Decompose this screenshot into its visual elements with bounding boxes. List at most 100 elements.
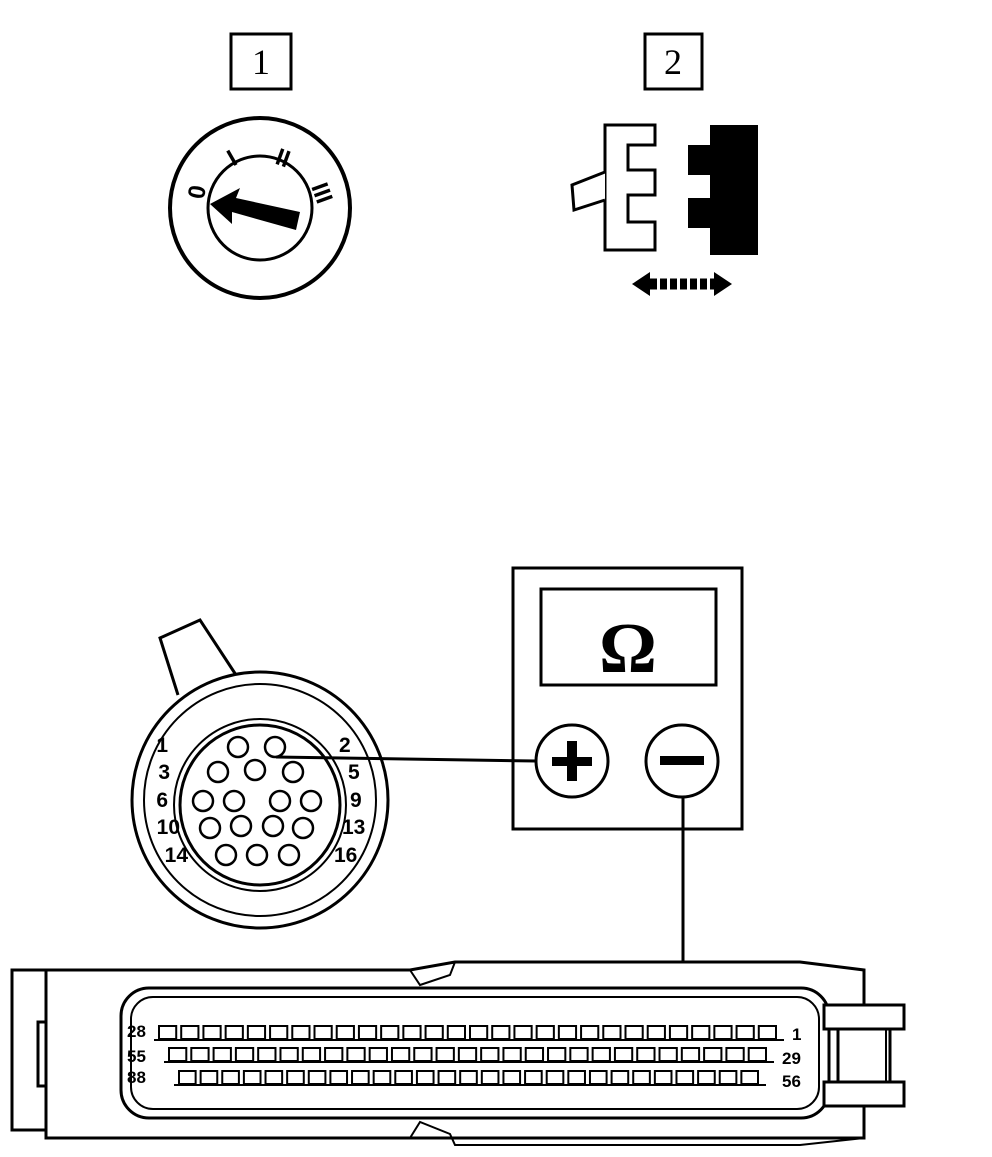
round-connector: 1 2 3 5 6 9 10 13 14 16 — [130, 618, 390, 930]
step-2-number: 2 — [664, 42, 682, 82]
ecu-pin-cavity — [646, 1025, 666, 1040]
ecu-pin-cavity — [502, 1070, 522, 1085]
step-1: 1 0 I II III — [168, 32, 352, 300]
ecu-pin-cavity — [199, 1070, 219, 1085]
ecu-pin-cavity — [446, 1025, 466, 1040]
connector-pin — [299, 789, 323, 813]
ecu-pin-cavity — [279, 1047, 299, 1062]
ecu-pin-cavity — [757, 1025, 777, 1040]
ohmmeter: Ω — [511, 566, 744, 831]
ecu-pin-cavity — [545, 1070, 565, 1085]
connector-pin — [245, 843, 269, 867]
connector-pin — [243, 758, 267, 782]
ecu-pin-cavity — [168, 1047, 188, 1062]
ecu-pin-cavity — [257, 1047, 277, 1062]
row-label-top-left: 28 — [127, 1022, 146, 1041]
row-label-mid-left: 55 — [127, 1047, 146, 1066]
ecu-pin-cavity — [735, 1025, 755, 1040]
ecu-pin-cavity — [480, 1047, 500, 1062]
ecu-pin-cavity — [718, 1070, 738, 1085]
ecu-pin-cavity — [547, 1047, 567, 1062]
ecu-pin-cavity — [221, 1070, 240, 1085]
ecu-pin-cavity — [313, 1025, 333, 1040]
connector-pin — [268, 789, 292, 813]
ecu-pin-cavity — [680, 1047, 701, 1062]
ecu-pin-cavity — [747, 1047, 767, 1062]
round-connector-pins — [191, 735, 323, 867]
pin-label: 6 — [156, 789, 168, 812]
connector-pin — [229, 814, 253, 838]
ecu-pin-cavity — [602, 1025, 622, 1040]
ecu-pin-cavity — [329, 1070, 349, 1085]
connector-disconnect-icon — [570, 123, 758, 296]
ecu-pin-cavity — [286, 1070, 305, 1085]
negative-terminal — [644, 723, 720, 799]
ecu-pin-cavity — [658, 1047, 678, 1062]
positive-test-lead — [275, 755, 537, 763]
step-1-box — [229, 32, 293, 91]
ecu-pin-cavity — [178, 1070, 197, 1085]
ecu-pin-cavity — [242, 1070, 262, 1085]
connector-pin — [291, 816, 315, 840]
ecu-pin-cavity — [307, 1070, 327, 1085]
ecu-pin-cavity — [624, 1025, 644, 1040]
ecu-pin-cavity — [697, 1070, 716, 1085]
step-1-number: 1 — [252, 42, 270, 82]
pin-label: 2 — [339, 734, 351, 757]
ecu-pin-cavity — [703, 1047, 723, 1062]
ecu-connector: 28 1 55 29 88 56 — [10, 960, 906, 1146]
ecu-pin-cavity — [713, 1025, 733, 1040]
ecu-pin-cavity — [569, 1047, 589, 1062]
pin-label: 3 — [158, 761, 170, 784]
connector-pin — [198, 816, 222, 840]
ecu-pin-cavity — [413, 1047, 433, 1062]
ecu-pin-cavity — [246, 1025, 267, 1040]
ecu-pin-cavity — [390, 1047, 411, 1062]
double-arrow-icon — [632, 272, 732, 296]
ecu-pin-cavity — [190, 1047, 210, 1062]
ecu-pin-cavity — [459, 1070, 478, 1085]
ecu-pin-cavity — [675, 1070, 695, 1085]
connector-pin — [226, 735, 250, 759]
ignition-switch-icon: 0 I II III — [168, 116, 352, 300]
ecu-pin-cavity — [212, 1047, 232, 1062]
ecu-pin-cavity — [202, 1025, 222, 1040]
ecu-pin-cavity — [725, 1047, 745, 1062]
ohmmeter-display — [539, 587, 718, 687]
connector-pin — [206, 760, 230, 784]
ecu-pin-cavity — [567, 1070, 586, 1085]
pin-label: 9 — [350, 789, 362, 812]
step-2-box — [643, 32, 704, 91]
connector-pin — [281, 760, 305, 784]
ohm-symbol: Ω — [599, 608, 657, 688]
ecu-pin-cavity — [264, 1070, 284, 1085]
ecu-pin-cavity — [580, 1025, 600, 1040]
pin-label: 14 — [165, 844, 189, 867]
ecu-pin-cavity — [524, 1070, 543, 1085]
pin-label: 1 — [156, 734, 168, 757]
ecu-pin-cavity — [491, 1025, 511, 1040]
ecu-pin-cavity — [588, 1070, 608, 1085]
ecu-pin-cavity — [535, 1025, 555, 1040]
ecu-pin-cavity — [234, 1047, 255, 1062]
ecu-pin-cavity — [368, 1047, 388, 1062]
connector-pin — [222, 789, 246, 813]
ecu-pin-cavity — [380, 1025, 400, 1040]
ecu-pin-cavity — [524, 1047, 545, 1062]
key-arrow-icon — [210, 188, 300, 230]
ecu-pin-cavity — [502, 1047, 522, 1062]
switch-position-0: 0 — [183, 183, 212, 201]
ecu-pin-cavity — [591, 1047, 611, 1062]
ecu-pin-cavity — [224, 1025, 244, 1040]
ecu-pin-cavity — [335, 1025, 355, 1040]
ecu-pin-cavity — [158, 1025, 178, 1040]
ecu-pin-cavity — [301, 1047, 322, 1062]
ecu-pin-cavity — [357, 1025, 378, 1040]
step-2: 2 — [570, 32, 758, 296]
ecu-pin-cavity — [424, 1025, 444, 1040]
connector-pin — [191, 789, 215, 813]
connector-pin — [214, 843, 238, 867]
ecu-pin-cavity — [691, 1025, 711, 1040]
